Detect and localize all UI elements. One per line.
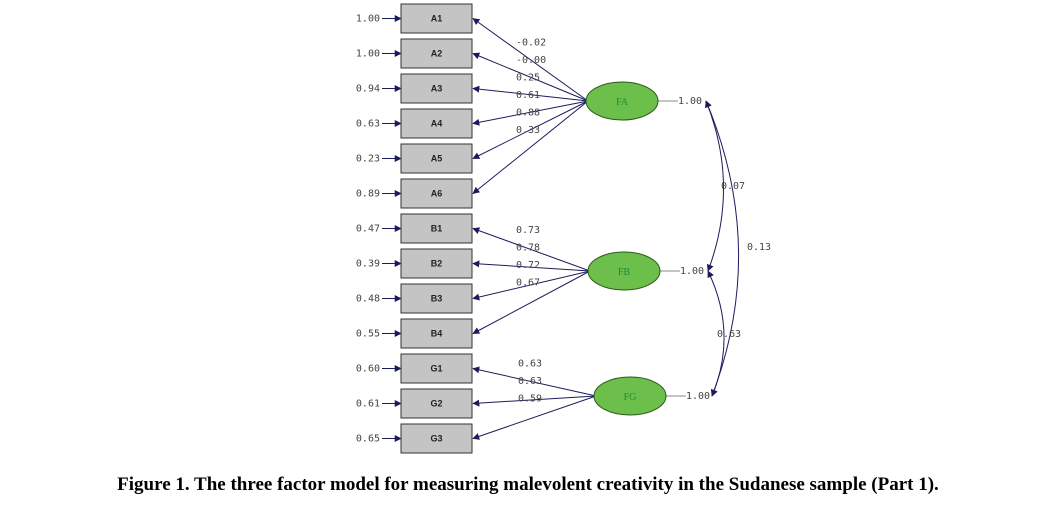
indicator-box xyxy=(400,38,473,69)
loading-label: 0.25 xyxy=(516,72,540,83)
loading-path xyxy=(472,100,589,159)
loading-label: 0.63 xyxy=(518,359,542,370)
indicator-label: G2 xyxy=(430,399,442,409)
indicator-box xyxy=(400,213,473,244)
loading-label: 0.73 xyxy=(516,225,540,236)
loading-path xyxy=(472,270,591,301)
indicator-label: B4 xyxy=(431,329,443,339)
indicator-box xyxy=(400,108,473,139)
error-variance-label: 0.55 xyxy=(356,329,380,340)
loading-label: -0.00 xyxy=(516,55,546,66)
error-variance-label: 0.94 xyxy=(356,84,380,95)
indicator-label: G3 xyxy=(430,434,442,444)
loading-path xyxy=(472,395,597,407)
indicator-box xyxy=(400,248,473,279)
loading-path xyxy=(472,100,589,194)
factor-ellipse xyxy=(593,376,667,416)
indicator-box xyxy=(400,143,473,174)
factor-label: FB xyxy=(618,267,631,278)
indicator-label: G1 xyxy=(430,364,442,374)
loading-path xyxy=(472,100,589,126)
loading-label: 0.33 xyxy=(516,125,540,136)
error-variance-label: 0.39 xyxy=(356,259,380,270)
correlation-arc xyxy=(705,100,739,397)
indicator-label: A4 xyxy=(431,119,443,129)
loading-path xyxy=(472,366,597,397)
indicator-box xyxy=(400,318,473,349)
indicator-label: A6 xyxy=(431,189,443,199)
correlation-arc xyxy=(707,270,725,397)
indicator-box xyxy=(400,423,473,454)
loading-path xyxy=(472,227,591,272)
correlation-label: 0.07 xyxy=(721,181,745,192)
factor-ellipse xyxy=(587,251,661,291)
indicator-box xyxy=(400,283,473,314)
error-variance-label: 0.23 xyxy=(356,154,380,165)
factor-label: FG xyxy=(624,392,637,403)
correlation-label: 0.13 xyxy=(747,242,771,253)
loading-label: 0.61 xyxy=(516,90,540,101)
factor-variance-label: 1.00 xyxy=(678,96,702,107)
correlation-label: 0.63 xyxy=(717,329,741,340)
indicator-box xyxy=(400,73,473,104)
loading-label: 0.67 xyxy=(516,277,540,288)
indicator-label: A2 xyxy=(431,49,443,59)
loading-label: 0.63 xyxy=(518,376,542,387)
loading-path xyxy=(472,18,589,102)
loading-label: 0.88 xyxy=(516,107,540,118)
loading-path xyxy=(472,260,591,272)
indicator-label: B2 xyxy=(431,259,443,269)
path-lines xyxy=(382,15,739,442)
loading-path xyxy=(472,395,597,440)
loading-path xyxy=(472,85,589,102)
error-variance-label: 0.63 xyxy=(356,119,380,130)
error-variance-label: 1.00 xyxy=(356,49,380,60)
indicator-label: A1 xyxy=(431,14,443,24)
error-variance-label: 0.61 xyxy=(356,399,380,410)
factor-variance-label: 1.00 xyxy=(686,391,710,402)
indicator-label: B3 xyxy=(431,294,443,304)
loading-path xyxy=(472,270,591,334)
error-variance-label: 0.65 xyxy=(356,434,380,445)
indicator-box xyxy=(400,388,473,419)
factor-ellipse xyxy=(585,81,659,121)
indicator-box xyxy=(400,3,473,34)
error-variance-label: 0.47 xyxy=(356,224,380,235)
loading-path xyxy=(472,52,589,102)
error-variance-label: 0.89 xyxy=(356,189,380,200)
factor-variance-label: 1.00 xyxy=(680,266,704,277)
figure-caption: Figure 1. The three factor model for mea… xyxy=(117,474,939,495)
loading-label: 0.72 xyxy=(516,260,540,271)
indicator-label: B1 xyxy=(431,224,443,234)
error-variance-label: 0.48 xyxy=(356,294,380,305)
loading-label: 0.59 xyxy=(518,394,542,405)
indicator-label: A5 xyxy=(431,154,443,164)
loading-label: -0.02 xyxy=(516,37,546,48)
indicator-box xyxy=(400,353,473,384)
error-variance-label: 1.00 xyxy=(356,14,380,25)
error-variance-label: 0.60 xyxy=(356,364,380,375)
indicator-box xyxy=(400,178,473,209)
loading-label: 0.78 xyxy=(516,242,540,253)
indicator-label: A3 xyxy=(431,84,443,94)
factor-label: FA xyxy=(616,97,629,108)
diagram-nodes xyxy=(400,3,667,454)
